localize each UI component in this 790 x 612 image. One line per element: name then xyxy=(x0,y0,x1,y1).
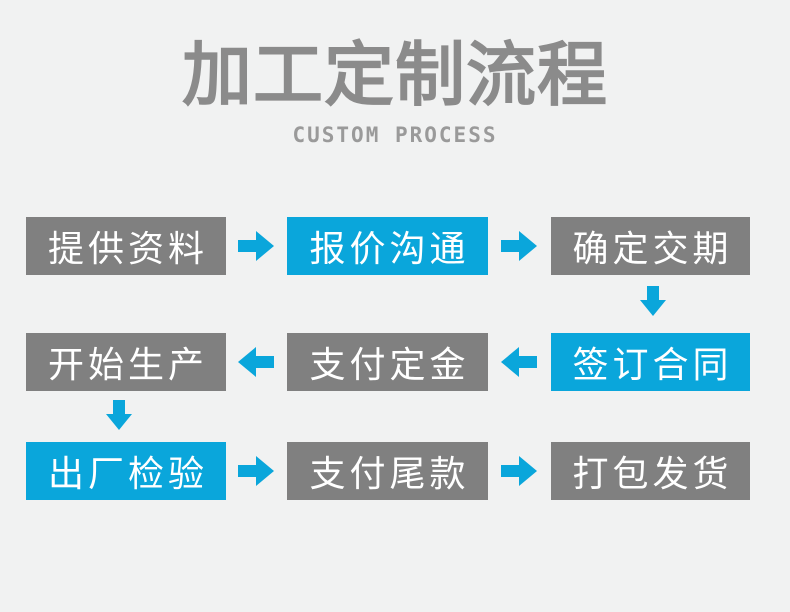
step-label: 打包发货 xyxy=(572,454,733,495)
arrow-right-icon xyxy=(238,456,274,486)
arrow-down-icon xyxy=(106,400,132,430)
arrow-down-icon xyxy=(640,286,666,316)
page-subtitle: CUSTOM PROCESS xyxy=(292,123,498,147)
step-box-quote-communication: 报价沟通 xyxy=(287,217,488,275)
step-label: 开始生产 xyxy=(47,345,208,386)
step-label: 支付尾款 xyxy=(309,454,470,495)
arrow-left-icon xyxy=(238,347,274,377)
step-label: 支付定金 xyxy=(309,345,470,386)
step-box-start-production: 开始生产 xyxy=(26,333,226,391)
step-label: 确定交期 xyxy=(572,229,733,270)
step-box-pay-deposit: 支付定金 xyxy=(287,333,488,391)
arrow-left-icon xyxy=(501,347,537,377)
arrow-right-icon xyxy=(238,231,274,261)
step-box-pay-balance: 支付尾款 xyxy=(287,442,488,500)
step-box-confirm-delivery-date: 确定交期 xyxy=(551,217,750,275)
step-label: 签订合同 xyxy=(572,345,733,386)
page-title: 加工定制流程 xyxy=(182,34,608,116)
step-box-provide-materials: 提供资料 xyxy=(26,217,226,275)
step-label: 报价沟通 xyxy=(309,229,470,270)
arrow-right-icon xyxy=(501,456,537,486)
step-label: 出厂检验 xyxy=(47,454,208,495)
step-box-pack-ship: 打包发货 xyxy=(551,442,750,500)
arrow-right-icon xyxy=(501,231,537,261)
step-label: 提供资料 xyxy=(47,229,208,270)
step-box-sign-contract: 签订合同 xyxy=(551,333,750,391)
step-box-factory-inspection: 出厂检验 xyxy=(26,442,226,500)
